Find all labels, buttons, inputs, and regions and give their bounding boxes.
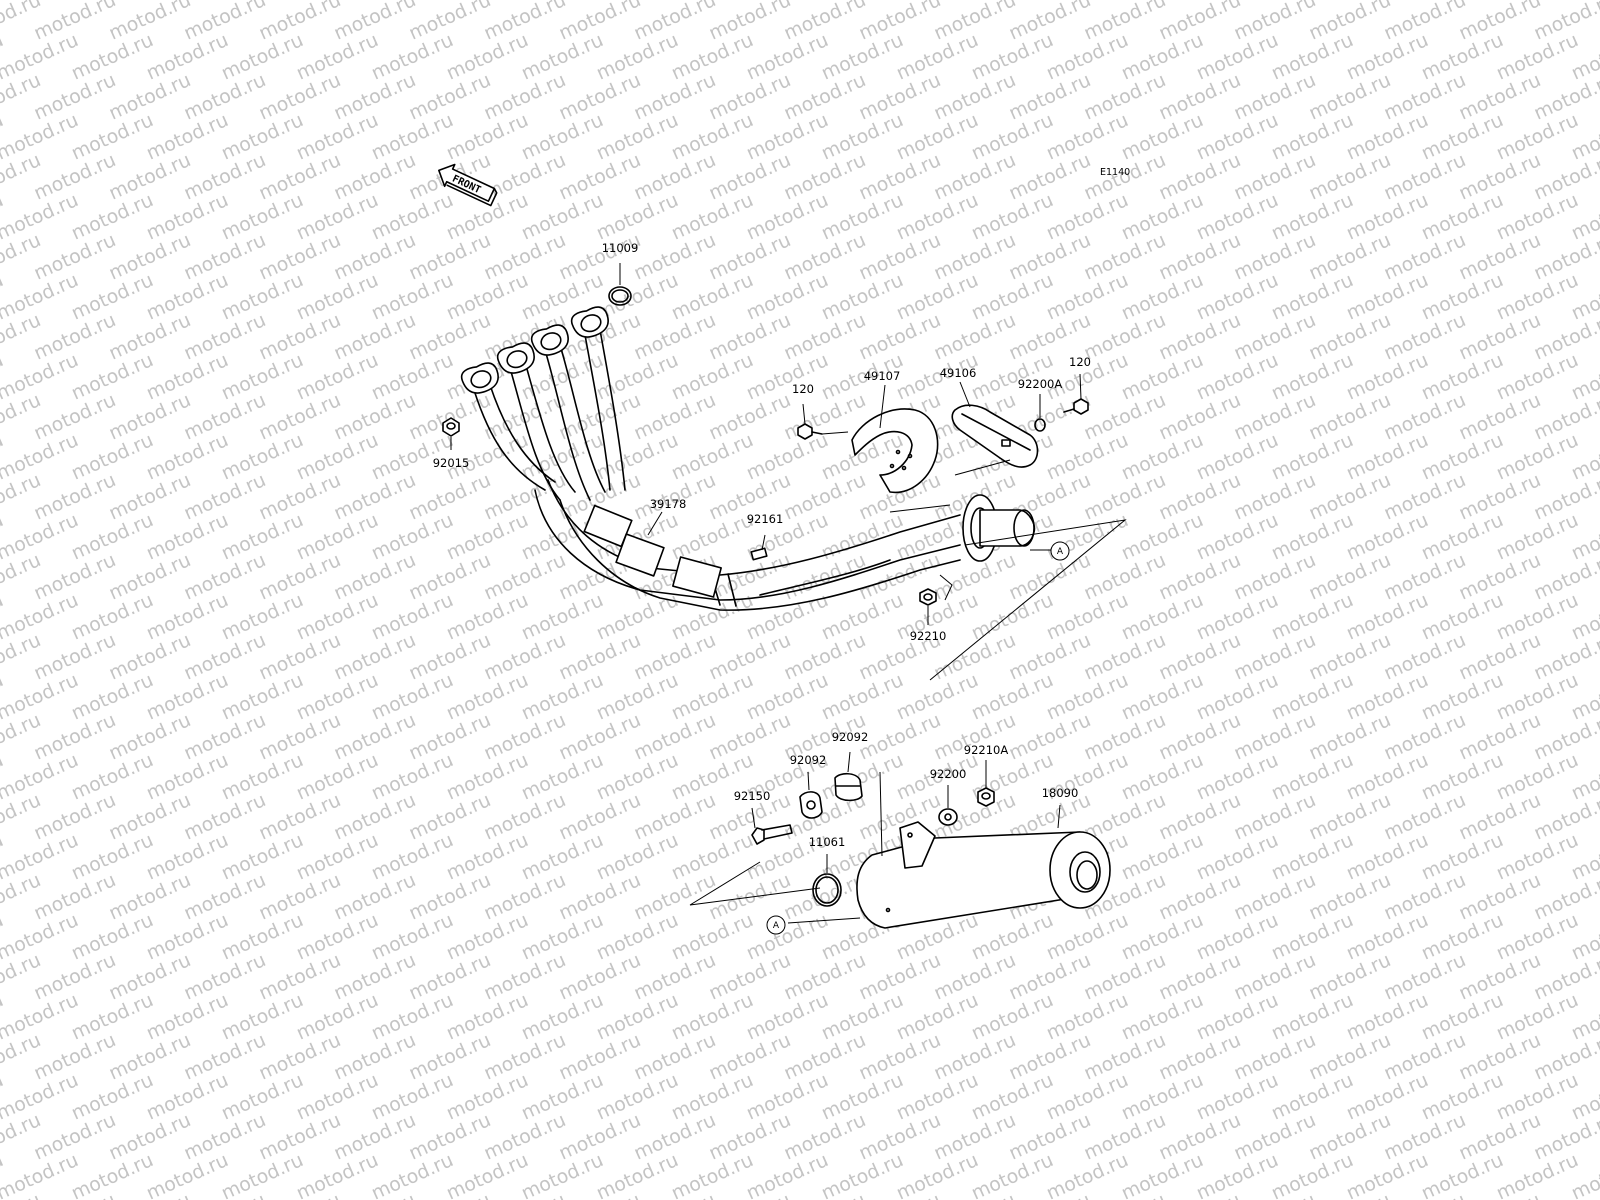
callout-49106: 49106 (940, 366, 977, 380)
front-arrow-icon: FRONT (438, 163, 498, 207)
port-flange-4 (570, 306, 609, 338)
svg-text:A: A (773, 921, 780, 931)
callout-92200: 92200 (930, 767, 967, 781)
bolt-120-right-icon (1063, 398, 1089, 415)
callout-49107: 49107 (864, 369, 901, 383)
callout-92210A: 92210A (964, 743, 1009, 757)
washer-92200A-icon (1034, 418, 1046, 432)
bracket-49106-icon (951, 404, 1039, 468)
port-flange-2 (496, 342, 535, 374)
gasket-11061-icon (812, 873, 842, 907)
nut-92210A-icon (977, 787, 995, 807)
heat-cover-49107-icon (851, 408, 939, 494)
callout-120-right: 120 (1069, 355, 1091, 369)
callout-92015: 92015 (433, 456, 470, 470)
watermark-text: motod.ru (0, 1189, 44, 1200)
ref-marker-a-lower: A (766, 915, 786, 935)
bolt-92150-icon (751, 824, 793, 845)
callout-18090: 18090 (1042, 786, 1079, 800)
callout-92200A: 92200A (1018, 377, 1063, 391)
callout-120-left: 120 (792, 382, 814, 396)
label-92161-icon (750, 547, 768, 561)
svg-text:A: A (1057, 547, 1064, 557)
port-flange-1 (460, 362, 499, 394)
callout-92161: 92161 (747, 512, 784, 526)
diagram-code: E1140 (1100, 167, 1130, 178)
muffler-18090-icon (856, 821, 1111, 929)
gasket-11009-icon (608, 286, 632, 306)
washer-92200-icon (938, 808, 958, 826)
ref-marker-a-upper: A (1050, 541, 1070, 561)
nut-92210-icon (919, 588, 937, 606)
nut-92015-icon (442, 417, 460, 437)
callout-11009: 11009 (602, 241, 639, 255)
callout-92092-upper: 92092 (832, 730, 869, 744)
callout-39178: 39178 (650, 497, 687, 511)
callout-11061: 11061 (809, 835, 846, 849)
grommet-92092-lower-icon (799, 791, 823, 819)
callout-92210: 92210 (910, 629, 947, 643)
callout-92092-lower: 92092 (790, 753, 827, 767)
exhaust-header-pipes (460, 306, 1036, 611)
callout-92150: 92150 (734, 789, 771, 803)
port-flange-3 (530, 324, 569, 356)
grommet-92092-upper-icon (834, 772, 863, 802)
